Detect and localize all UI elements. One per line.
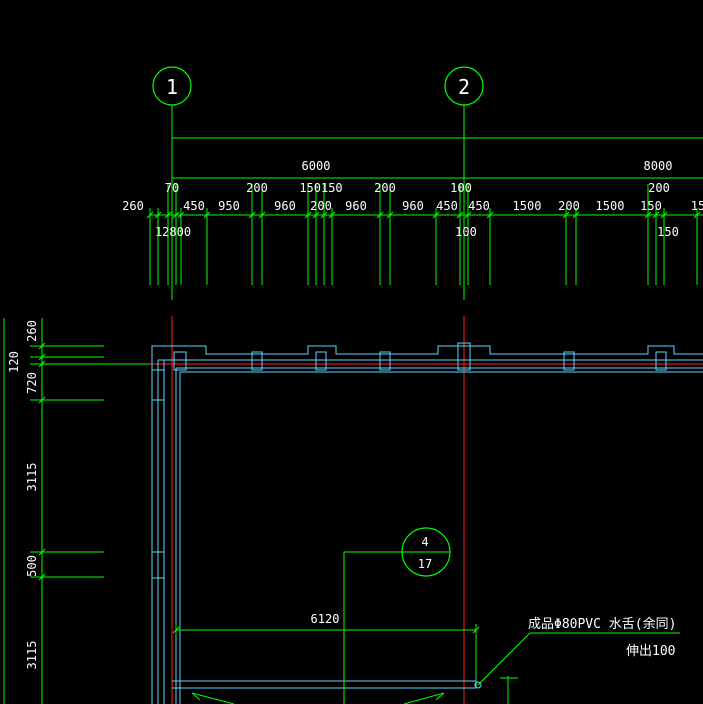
dim-row2-5: 100 — [450, 181, 472, 195]
dim-row2-3: 150150 — [299, 181, 342, 195]
detail-number: 4 — [421, 535, 428, 549]
grid-axis-2: 2 — [444, 66, 484, 300]
dim-row3-12: 1500 — [596, 199, 625, 213]
dim-row2-2: 200 — [246, 181, 268, 195]
dim-row3-8: 450 — [436, 199, 458, 213]
span-dimension: 6120 — [172, 612, 480, 681]
slope-arrows — [191, 692, 445, 704]
pvc-note: 成品Φ80PVC 水舌(余同) 伸出100 — [477, 616, 680, 686]
dim-row3-2: 450 — [183, 199, 205, 213]
parapet-walls — [151, 342, 703, 704]
left-dimension-lines — [3, 318, 150, 704]
detail-sheet: 17 — [418, 557, 432, 571]
dim-left-5: 500 — [25, 555, 39, 577]
dim-overall-2: 8000 — [644, 159, 673, 173]
dim-row3-9: 450 — [468, 199, 490, 213]
dim-row3-1: 260 — [122, 199, 144, 213]
dim-row3-10: 1500 — [513, 199, 542, 213]
dim-row3-3: 950 — [218, 199, 240, 213]
top-dimension-lines — [146, 137, 703, 285]
grid-axis-1-label: 1 — [166, 75, 178, 99]
dim-row2-1: 70 — [165, 181, 179, 195]
dim-row3-4: 960 — [274, 199, 296, 213]
span-dim-text: 6120 — [311, 612, 340, 626]
note-line1: 成品Φ80PVC 水舌(余同) — [528, 616, 676, 632]
left-dimension-text: 260 120 720 3115 500 3115 — [7, 320, 39, 669]
grid-axis-2-label: 2 — [458, 75, 470, 99]
dim-row4-2: 100 — [455, 225, 477, 239]
dim-row2-6: 200 — [648, 181, 670, 195]
note-line2: 伸出100 — [626, 644, 675, 659]
top-dimension-text: 6000 8000 70 200 150150 200 100 200 260 … — [122, 159, 703, 239]
dim-overall-1: 6000 — [302, 159, 331, 173]
dim-left-1: 260 — [25, 320, 39, 342]
dim-row2-4: 200 — [374, 181, 396, 195]
dim-row3-7: 960 — [402, 199, 424, 213]
dim-row3-13: 150 — [640, 199, 662, 213]
red-axis-lines — [120, 316, 703, 704]
dim-left-3: 720 — [25, 372, 39, 394]
dim-row3-11: 200 — [558, 199, 580, 213]
right-small-dimension — [500, 676, 518, 704]
dim-left-6: 3115 — [25, 641, 39, 670]
dim-row3-5: 200 — [310, 199, 332, 213]
dim-row3-6: 960 — [345, 199, 367, 213]
dim-row4-3: 150 — [657, 225, 679, 239]
dim-left-4: 3115 — [25, 463, 39, 492]
detail-callout: 4 17 — [343, 527, 451, 704]
dim-row3-14: 15 — [691, 199, 703, 213]
dim-left-2: 120 — [7, 351, 21, 373]
dim-row4-1: 12800 — [155, 225, 191, 239]
